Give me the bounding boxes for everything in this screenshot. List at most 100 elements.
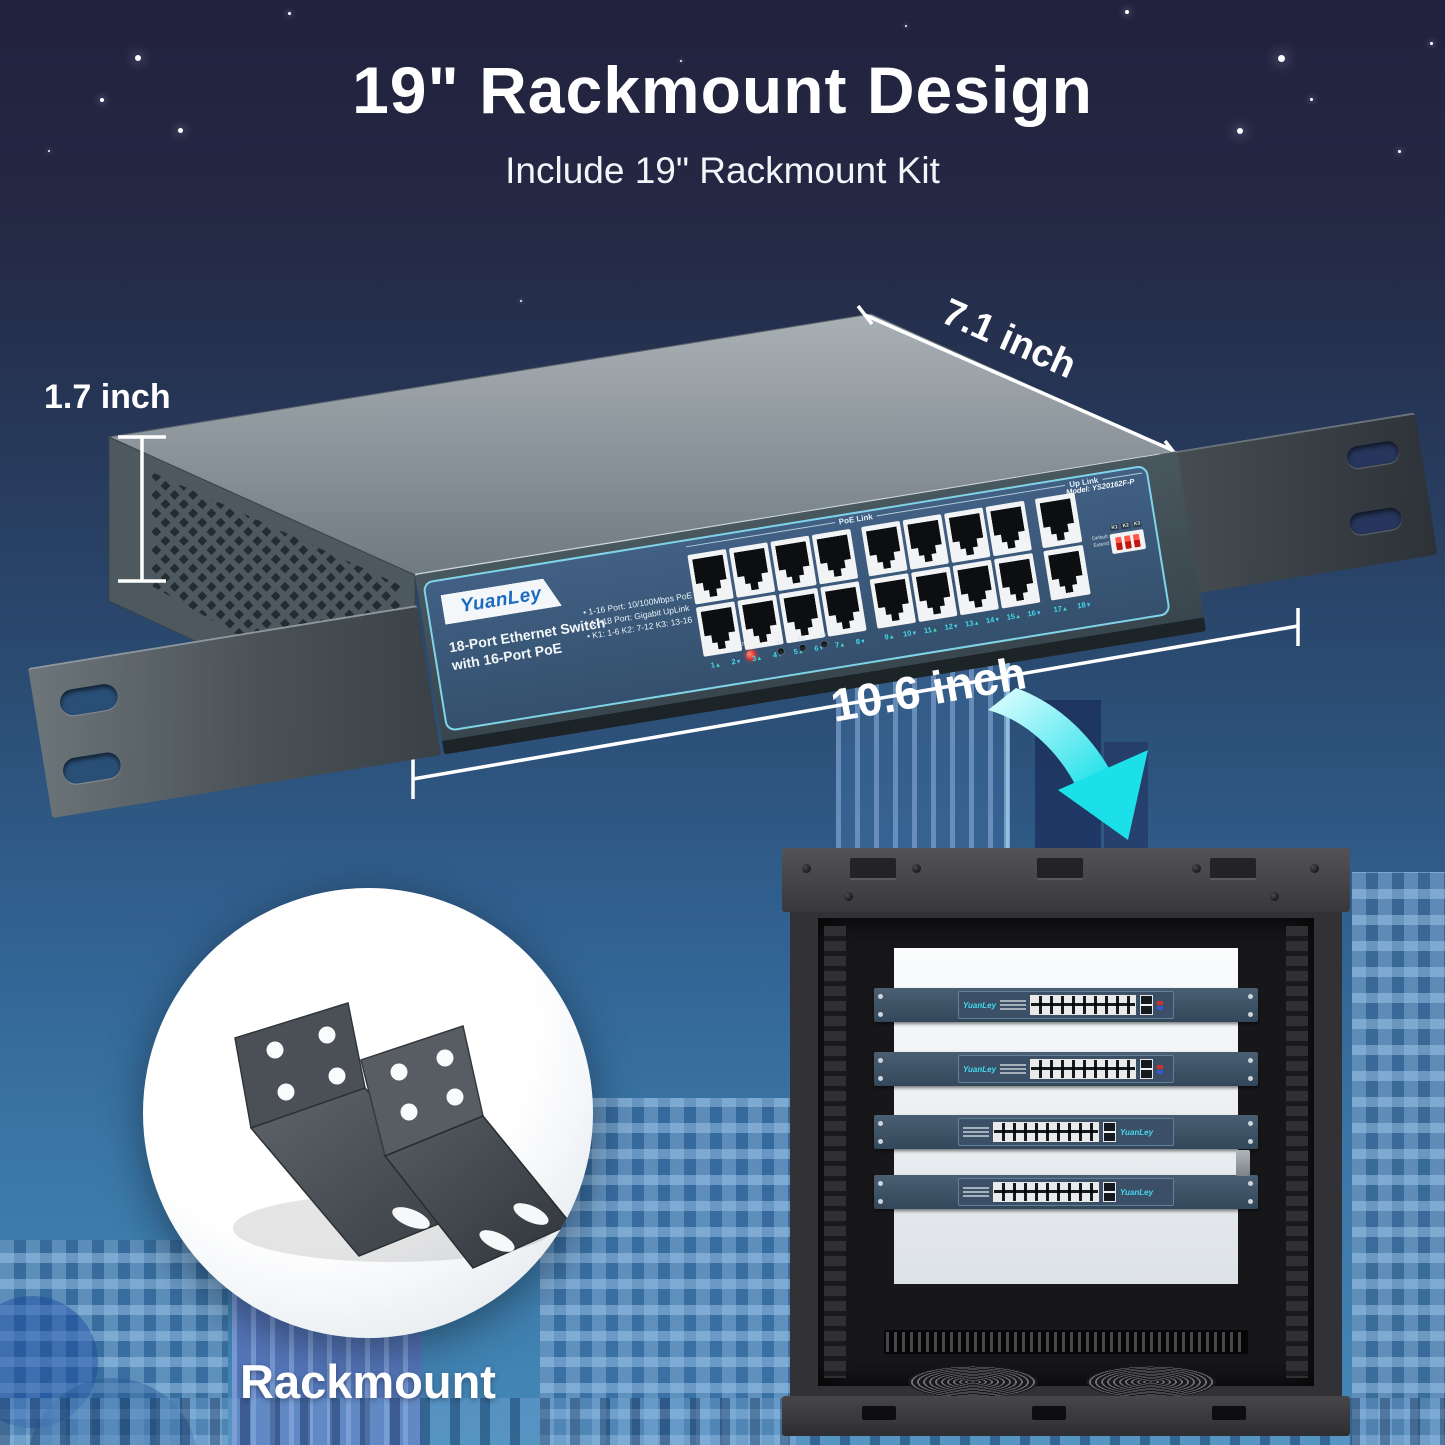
rj45-port — [1034, 492, 1083, 549]
mini-uplink-port — [1140, 1059, 1154, 1079]
rackmount-brackets-illustration — [233, 1002, 573, 1269]
screw — [844, 892, 853, 901]
star — [100, 98, 104, 102]
dip-mode-labels: Default Extend — [1091, 533, 1110, 550]
mount-tab — [850, 858, 896, 880]
mini-uplink-port — [1140, 995, 1154, 1015]
dip-switch — [1132, 533, 1141, 548]
port-number: 1▲ — [709, 660, 722, 670]
mount-slot — [1345, 439, 1401, 470]
port-number: 3▲ — [751, 653, 763, 664]
screw — [1192, 864, 1201, 873]
mounted-switch-device: YuanLey — [958, 991, 1174, 1019]
star — [1125, 10, 1129, 14]
mini-brand-logo: YuanLey — [1120, 1127, 1154, 1137]
screw — [912, 864, 921, 873]
mini-indicator-flags — [1157, 1064, 1164, 1074]
building-window-tower — [540, 1098, 796, 1445]
door-latch — [1236, 1150, 1250, 1176]
screw — [1248, 1012, 1253, 1017]
screw — [1248, 1139, 1253, 1144]
bottom-cutout — [862, 1406, 896, 1420]
dip-label: K2 — [1121, 522, 1131, 530]
mini-port-row — [993, 1122, 1099, 1142]
rack-unit: YuanLey — [874, 988, 1258, 1022]
mini-label-text — [963, 1127, 989, 1137]
rj45-port — [952, 559, 999, 616]
rj45-port — [1043, 544, 1091, 601]
star — [905, 25, 907, 27]
dip-label: K3 — [1132, 520, 1142, 528]
mounted-switch-device: YuanLey — [958, 1055, 1174, 1083]
screw — [878, 1058, 883, 1063]
mini-port-row — [993, 1182, 1099, 1202]
led-label: K1 — [776, 639, 784, 647]
star — [680, 60, 682, 62]
screw — [1270, 892, 1279, 901]
port-number: 18▼ — [1076, 600, 1093, 611]
arrow-to-rack — [988, 688, 1148, 840]
mount-slot — [58, 682, 120, 718]
cabinet-bottom-frame — [782, 1396, 1350, 1436]
screw — [878, 1076, 883, 1081]
mini-uplink-port — [1103, 1182, 1116, 1202]
building-edge-line — [1004, 636, 1009, 854]
port-number: 17▲ — [1052, 604, 1069, 615]
screw — [878, 1121, 883, 1126]
star — [48, 150, 50, 152]
port-number: 9▲ — [883, 632, 896, 642]
screw — [1248, 1181, 1253, 1186]
port-number: 10▼ — [902, 628, 918, 639]
dip-switch — [1114, 536, 1123, 550]
star — [1430, 42, 1433, 45]
port-number: 16▼ — [1026, 608, 1043, 619]
star — [135, 55, 141, 61]
screw — [1248, 1121, 1253, 1126]
mounted-switch-device: YuanLey — [958, 1178, 1174, 1206]
mount-slot — [1348, 506, 1403, 537]
rj45-port — [993, 553, 1041, 609]
star — [1237, 128, 1243, 134]
port-group-9-16 — [861, 500, 1041, 629]
port-numbers-uplink: 17▲ 18▼ — [1048, 599, 1097, 616]
mini-brand-logo: YuanLey — [963, 1064, 997, 1074]
rj45-port — [869, 573, 917, 629]
page-subtitle: Include 19" Rackmount Kit — [505, 150, 940, 191]
mount-tab — [1210, 858, 1256, 880]
rj45-port — [820, 581, 867, 637]
rj45-port — [902, 514, 950, 570]
rack-unit: YuanLey — [874, 1052, 1258, 1086]
dimension-line-width — [411, 608, 1300, 799]
screw — [1248, 1199, 1253, 1204]
dip-switch — [1123, 534, 1132, 549]
rj45-port — [985, 500, 1032, 557]
port-number: 15▲ — [1006, 611, 1022, 622]
mini-brand-logo: YuanLey — [1120, 1187, 1154, 1197]
port-group-1-8 — [687, 528, 867, 657]
star — [1398, 150, 1401, 153]
mounted-switch-device: YuanLey — [958, 1118, 1174, 1146]
screw — [802, 864, 811, 873]
port-number: 13▲ — [964, 618, 981, 629]
rj45-port — [861, 520, 908, 577]
mini-uplink-port — [1103, 1122, 1116, 1142]
led-label: K3 — [819, 632, 827, 639]
mini-label-text — [963, 1187, 989, 1197]
bottom-cutout — [1212, 1406, 1246, 1420]
screw — [1248, 1076, 1253, 1081]
rj45-port — [728, 542, 776, 598]
mini-port-row — [1030, 995, 1137, 1015]
screw — [878, 1181, 883, 1186]
screw — [878, 1199, 883, 1204]
height-dimension-label: 1.7 inch — [44, 378, 171, 416]
mini-brand-logo: YuanLey — [963, 1000, 997, 1010]
port-number: 14▼ — [985, 615, 1001, 626]
inset-caption: Rackmount — [240, 1355, 496, 1408]
dimension-line-height — [118, 435, 166, 583]
port-number: 7▲ — [834, 640, 846, 650]
rj45-port — [811, 528, 859, 585]
mini-label-text — [1000, 1000, 1027, 1010]
cabinet-vent-slots — [884, 1330, 1248, 1354]
rack-unit: YuanLey — [874, 1175, 1258, 1209]
screw — [878, 994, 883, 999]
